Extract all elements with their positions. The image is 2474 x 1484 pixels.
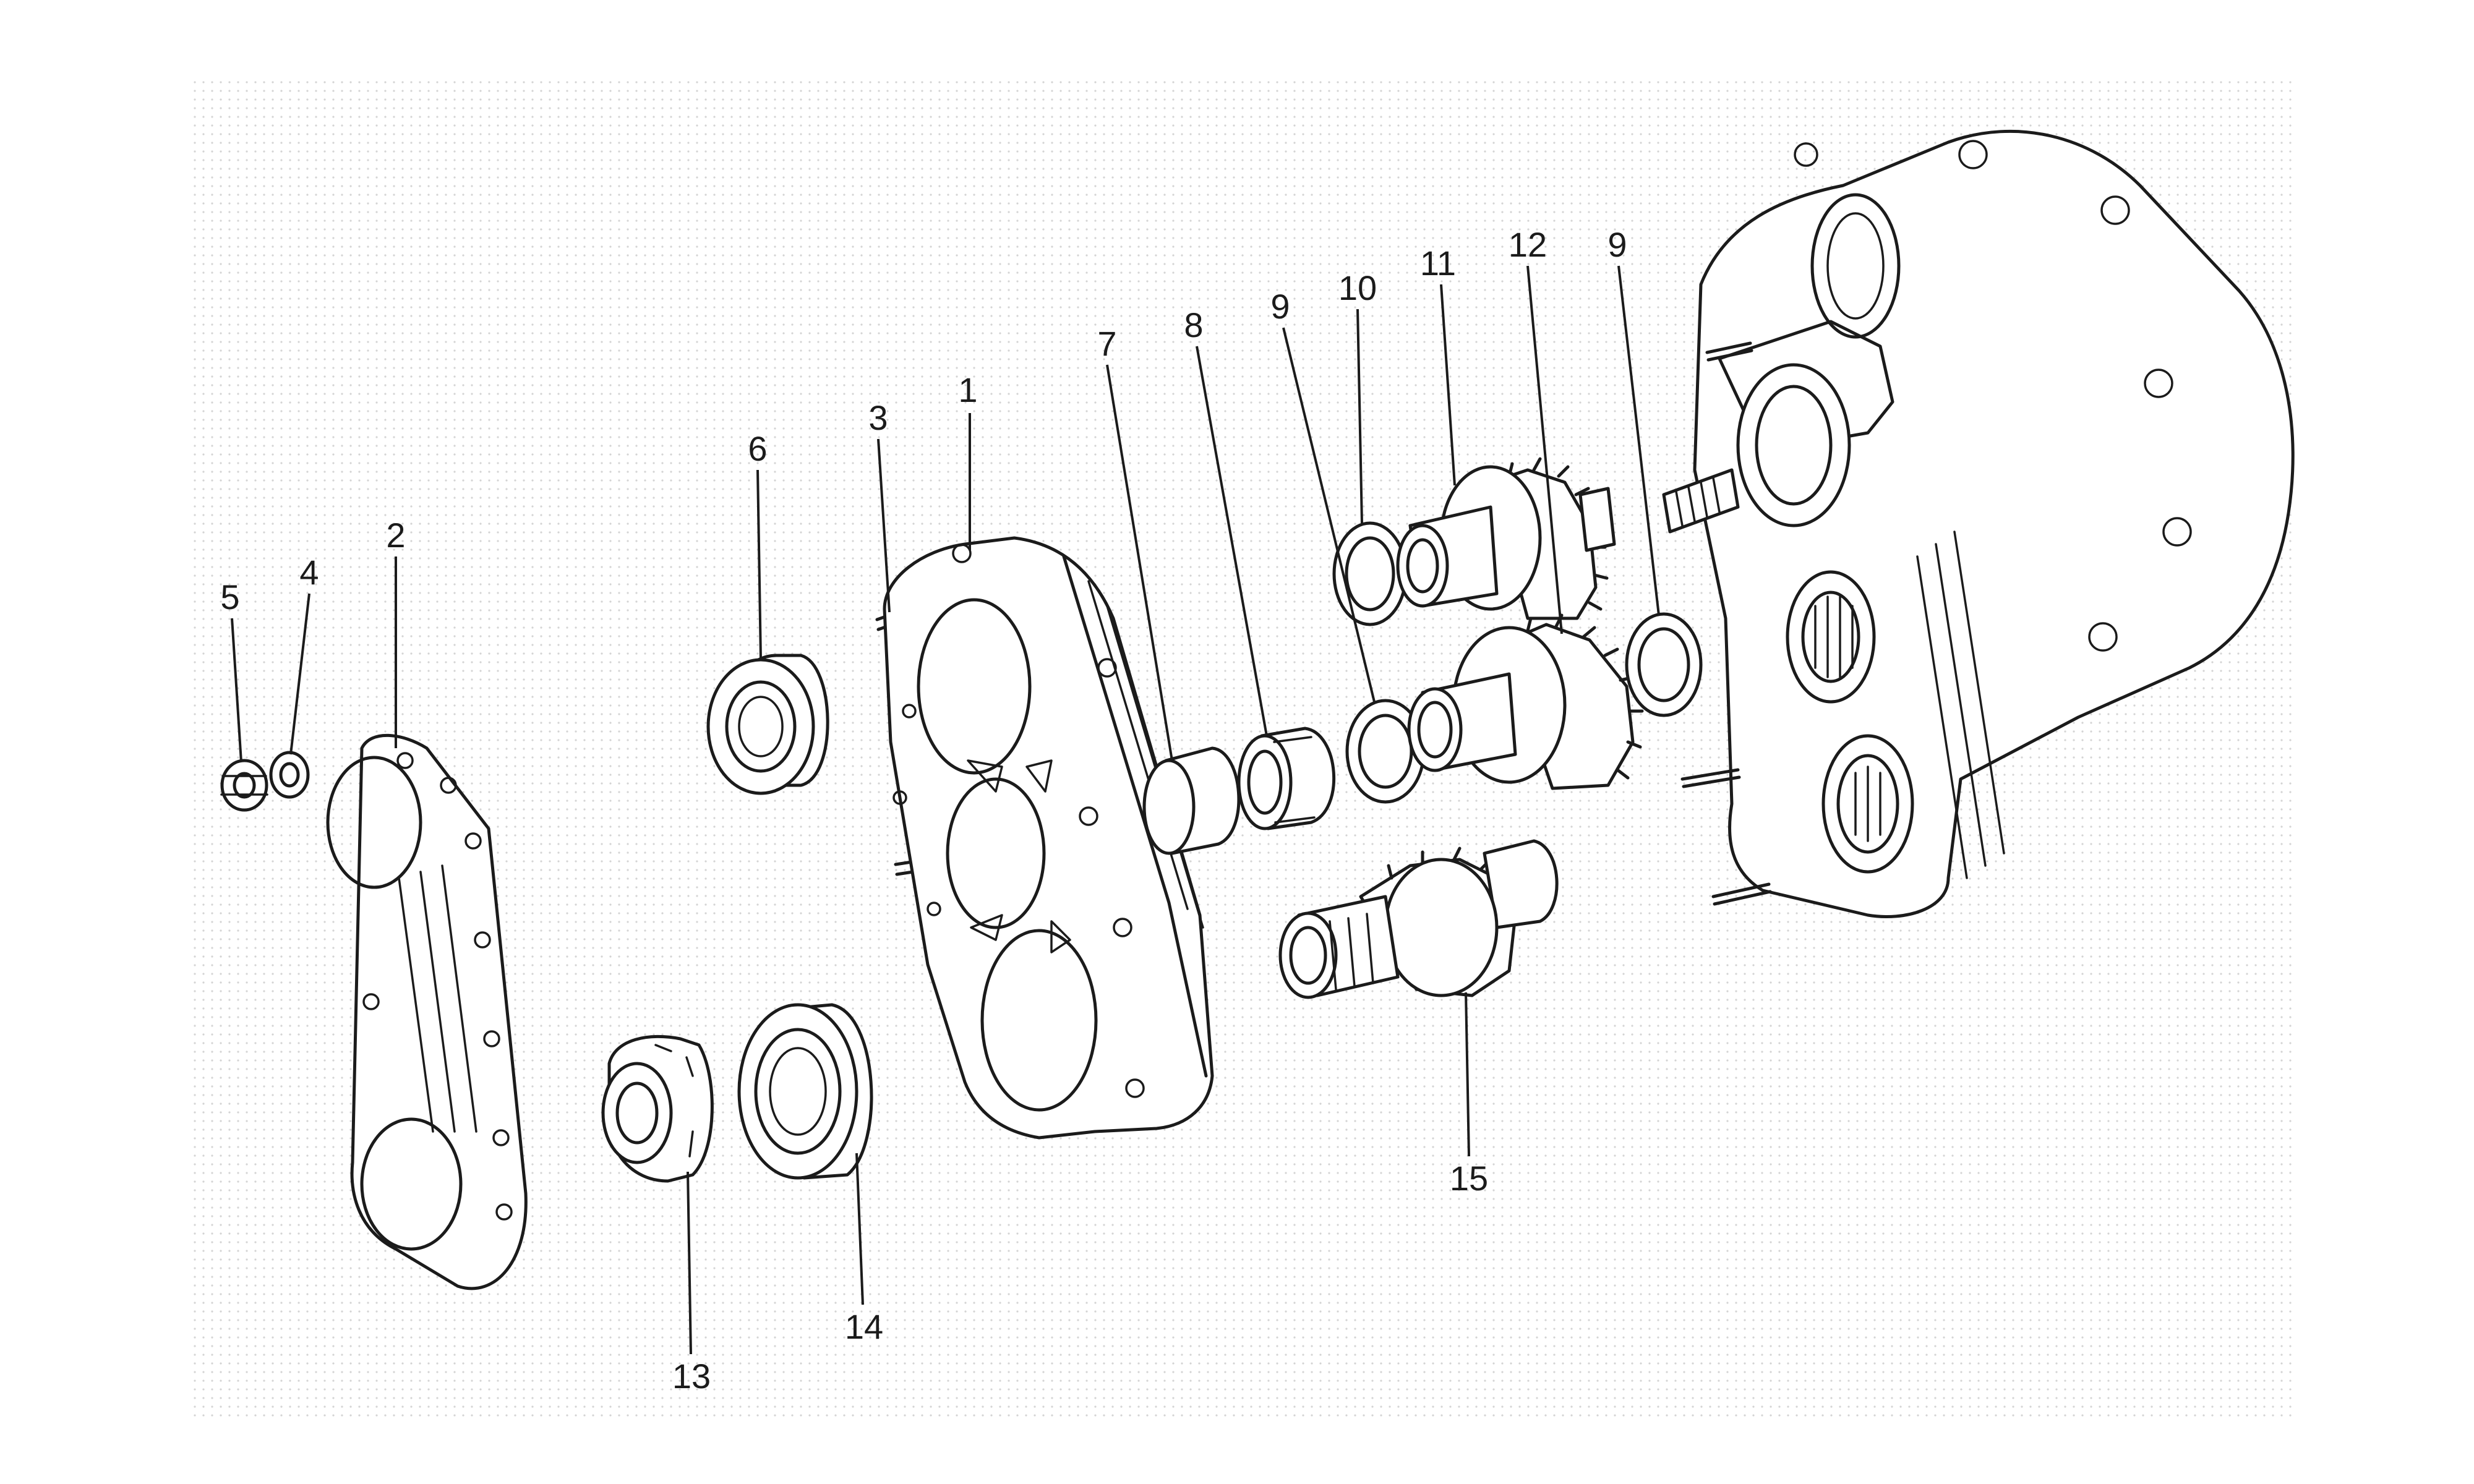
leader-14 — [855, 1153, 864, 1305]
callout-5: 5 — [220, 578, 239, 616]
part-bearing-cage — [601, 1034, 714, 1183]
leader-8 — [1196, 346, 1268, 736]
callout-13: 13 — [672, 1357, 711, 1396]
callout-11: 11 — [1420, 244, 1456, 283]
leader-5 — [231, 618, 242, 762]
callout-9-left: 9 — [1270, 287, 1290, 326]
callout-14: 14 — [845, 1307, 883, 1346]
leader-15 — [1465, 992, 1470, 1157]
part-gear-lower — [1278, 839, 1559, 999]
part-gear-upper — [1396, 457, 1616, 620]
leader-10 — [1356, 309, 1363, 524]
callout-15: 15 — [1450, 1159, 1488, 1198]
part-nut — [220, 759, 268, 812]
callout-8: 8 — [1184, 305, 1203, 344]
callout-1: 1 — [958, 370, 977, 409]
part-thrust-washer-right — [1625, 612, 1703, 717]
part-cover — [326, 733, 528, 1290]
leader-13 — [687, 1171, 692, 1355]
part-gearbox-housing — [1662, 129, 2295, 918]
part-intermediate-casing — [883, 536, 1214, 1140]
leader-6 — [756, 469, 762, 659]
leader-3 — [877, 438, 891, 613]
leader-12 — [1526, 265, 1563, 634]
part-gear-middle — [1407, 613, 1644, 790]
part-washer — [269, 751, 310, 799]
callout-2: 2 — [386, 516, 405, 555]
leader-9-right — [1617, 265, 1660, 616]
callout-3: 3 — [868, 398, 888, 437]
callouts: 1 2 3 4 5 6 7 8 9 10 11 12 9 13 14 15 — [220, 225, 1627, 1396]
leader-lines — [231, 265, 1660, 1355]
part-ring — [1332, 521, 1408, 626]
callout-7: 7 — [1097, 324, 1116, 363]
part-spacer-sleeve — [1142, 746, 1241, 855]
part-bearing-upper — [706, 654, 829, 795]
callout-6: 6 — [748, 429, 767, 468]
leader-4 — [289, 593, 310, 755]
callout-4: 4 — [299, 553, 319, 592]
leader-11 — [1440, 284, 1456, 486]
part-bearing-lower — [737, 1003, 873, 1180]
callout-12: 12 — [1509, 225, 1547, 264]
callout-10: 10 — [1338, 268, 1377, 307]
leader-7 — [1106, 364, 1173, 761]
part-needle-roller — [1237, 727, 1336, 830]
callout-9-right: 9 — [1607, 225, 1627, 264]
leader-9-left — [1282, 327, 1376, 702]
